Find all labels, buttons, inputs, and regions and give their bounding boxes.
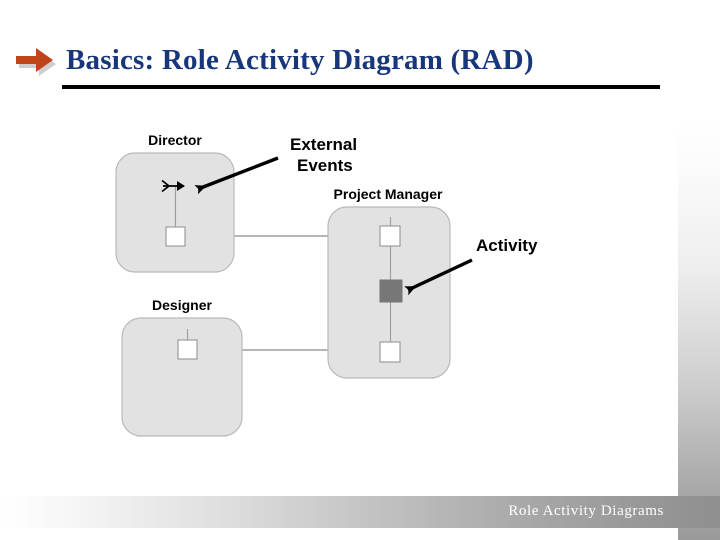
annotation-label-activity: Activity [476, 236, 538, 255]
activity-square-pm-highlight[interactable] [379, 279, 403, 303]
role-director[interactable]: Director [115, 132, 235, 273]
page-title: Basics: Role Activity Diagram (RAD) [66, 44, 534, 76]
role-label-designer: Designer [152, 297, 212, 313]
role-designer[interactable]: Designer [121, 297, 243, 437]
activity-square-designer-1[interactable] [177, 339, 198, 360]
annotation-activity: Activity [404, 236, 538, 296]
role-project-manager[interactable]: Project Manager [327, 186, 451, 379]
role-box-designer[interactable] [121, 317, 243, 437]
footer-label: Role Activity Diagrams [508, 503, 664, 519]
activity-square-pm-bottom[interactable] [379, 341, 401, 363]
annotation-arrow-activity [404, 258, 473, 296]
title-underline-rule [62, 85, 660, 89]
right-edge-gradient-strip [678, 120, 720, 540]
activity-square-pm-top[interactable] [379, 225, 401, 247]
annotation-label-external-events-line2: Events [297, 156, 353, 175]
annotation-external-events: External Events [194, 135, 357, 195]
role-activity-diagram: Director Project Manager [0, 110, 680, 460]
activity-square-director-1[interactable] [165, 226, 186, 247]
external-event-marker-director [161, 179, 185, 193]
role-label-director: Director [148, 132, 202, 148]
right-arrow-icon [16, 46, 62, 80]
annotation-label-external-events-line1: External [290, 135, 357, 154]
footer-gradient-bar [0, 496, 720, 528]
role-label-project-manager: Project Manager [334, 186, 443, 202]
annotation-arrow-external-events [194, 156, 279, 195]
